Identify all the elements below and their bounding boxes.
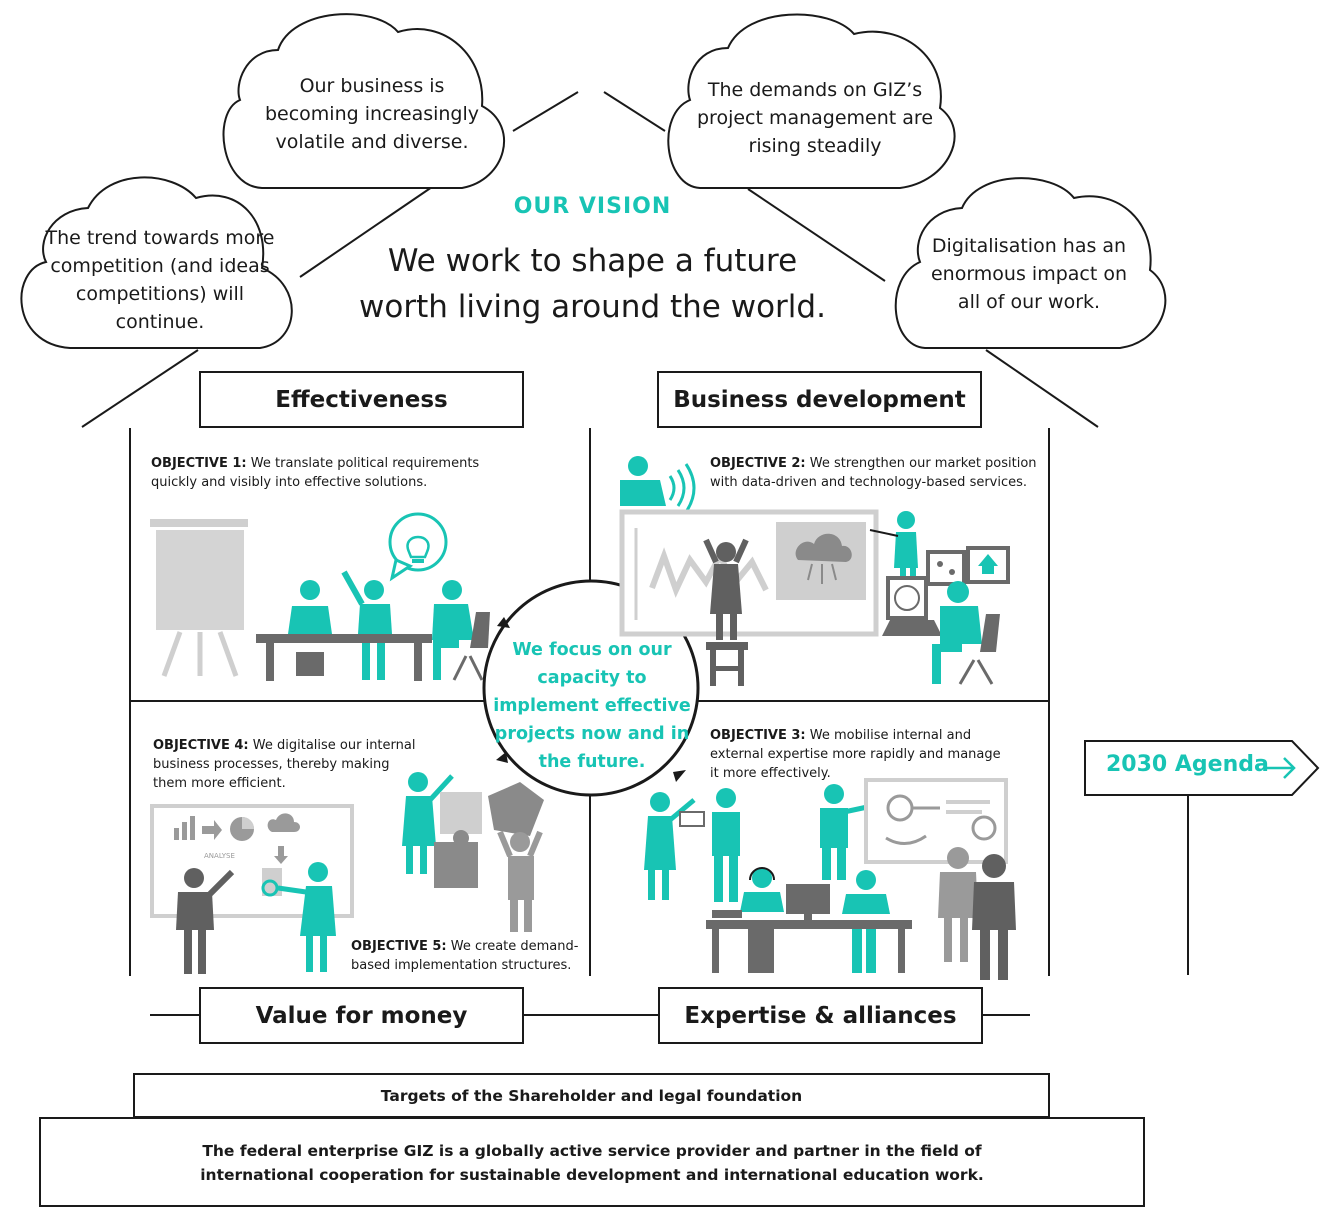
shareholder-targets-text: Targets of the Shareholder and legal fou… <box>380 1087 803 1105</box>
cloud-text-left: The trend towards more competition (and … <box>45 227 275 333</box>
arrow-right-icon <box>1264 757 1296 779</box>
pillar-business-development: Business development <box>657 371 982 428</box>
illustration-meeting <box>150 512 490 681</box>
vision-line-2: worth living around the world. <box>359 289 826 325</box>
cloud-shape-right <box>894 177 1167 349</box>
cloud-shape-top-right <box>667 13 956 189</box>
pillar-expertise-alliances: Expertise & alliances <box>658 987 983 1044</box>
objective-1-label: OBJECTIVE 1: <box>151 456 247 471</box>
vision-label: OUR VISION <box>513 194 672 219</box>
objective-1: OBJECTIVE 1: We translate political requ… <box>151 454 487 492</box>
objective-5: OBJECTIVE 5: We create demand-based impl… <box>351 937 581 975</box>
agenda-label: 2030 Agenda <box>1106 752 1269 777</box>
objective-1-text: We translate political requirements quic… <box>151 456 480 490</box>
objective-2: OBJECTIVE 2: We strengthen our market po… <box>710 454 1040 492</box>
objective-4-text: We digitalise our internal business proc… <box>153 738 416 791</box>
pillar-value-for-money: Value for money <box>199 987 524 1044</box>
cycle-arrow-bottom-left <box>496 752 508 763</box>
cycle-arrow-top-left <box>497 617 510 628</box>
cloud-shape-left <box>20 176 293 349</box>
pillar-effectiveness: Effectiveness <box>199 371 524 428</box>
foundation-line-2: international cooperation for sustainabl… <box>200 1166 984 1184</box>
roof-lines <box>81 91 1099 428</box>
foundation-line-1: The federal enterprise GIZ is a globally… <box>202 1142 982 1160</box>
objective-3-label: OBJECTIVE 3: <box>710 728 806 743</box>
center-focus-text: We focus on our capacity to implement ef… <box>493 640 691 772</box>
cloud-text-right: Digitalisation has an enormous impact on… <box>930 235 1128 313</box>
foundation-box: The federal enterprise GIZ is a globally… <box>39 1117 1145 1207</box>
shareholder-targets-box: Targets of the Shareholder and legal fou… <box>133 1073 1050 1118</box>
cloud-shape-top-left <box>222 13 506 189</box>
objective-2-label: OBJECTIVE 2: <box>710 456 806 471</box>
objective-4-label: OBJECTIVE 4: <box>153 738 249 753</box>
illustration-expertise <box>644 778 1016 980</box>
clouds <box>20 13 1167 349</box>
illustration-processes <box>150 772 544 974</box>
house-structure <box>129 428 1189 1016</box>
illustration-data-services <box>619 456 1010 686</box>
analyse-label: ANALYSE <box>204 852 235 860</box>
objective-2-text: We strengthen our market position with d… <box>710 456 1037 490</box>
cloud-text-top-left: Our business is becoming increasingly vo… <box>264 75 480 153</box>
objective-5-label: OBJECTIVE 5: <box>351 939 447 954</box>
cycle-arrow-bottom-right <box>673 770 686 782</box>
vision-line-1: We work to shape a future <box>387 243 798 279</box>
objective-3: OBJECTIVE 3: We mobilise internal and ex… <box>710 726 1010 783</box>
cloud-text-top-right: The demands on GIZ’s project management … <box>696 79 934 157</box>
objective-3-text: We mobilise internal and external expert… <box>710 728 1001 781</box>
agenda-signpost <box>1084 740 1320 796</box>
objective-4: OBJECTIVE 4: We digitalise our internal … <box>153 736 423 793</box>
objective-5-text: We create demand-based implementation st… <box>351 939 579 973</box>
vision-statement: We work to shape a future worth living a… <box>330 238 855 330</box>
